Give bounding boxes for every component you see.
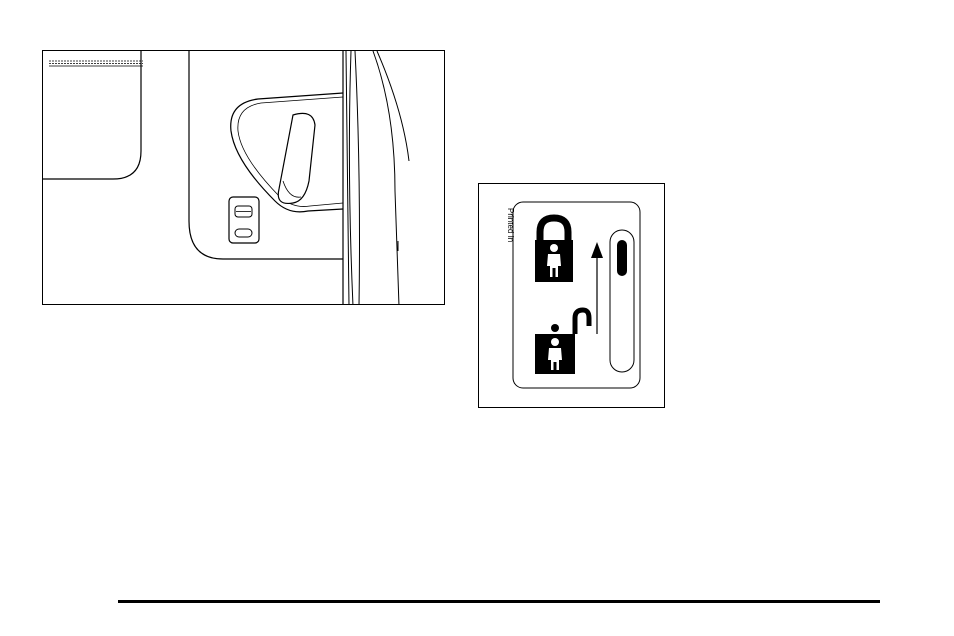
child-lock-label-figure: Printed In <box>478 183 665 408</box>
child-lock-switch <box>229 197 259 243</box>
window-trim-lines <box>49 61 143 66</box>
page-bottom-rule <box>118 600 880 603</box>
slider-track-icon <box>610 230 634 372</box>
front-door-edge <box>43 51 141 179</box>
door-edge-lines <box>343 51 409 305</box>
door-handle <box>278 113 315 203</box>
printed-in-text: Printed In <box>506 208 515 242</box>
door-illustration <box>42 50 445 305</box>
rear-door-panel <box>189 51 343 259</box>
door-drawing <box>43 51 445 305</box>
